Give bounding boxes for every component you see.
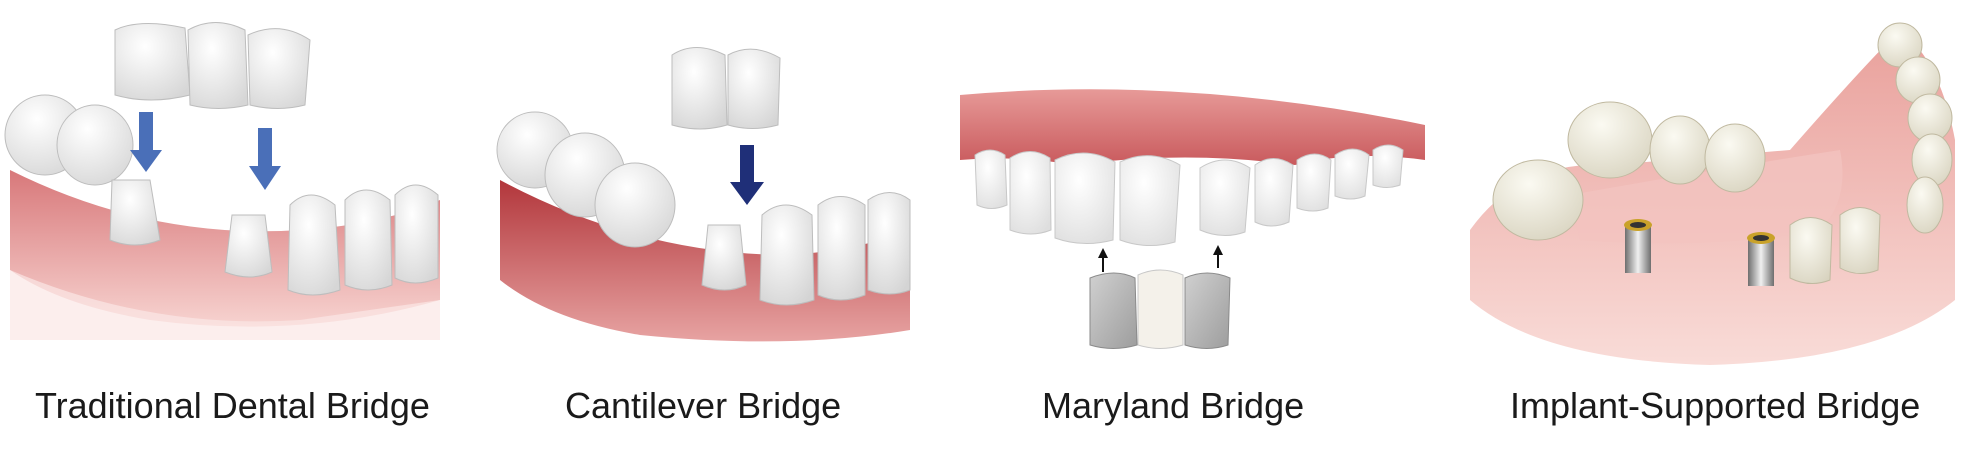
maryland-bridge-piece xyxy=(1089,269,1231,349)
gum-fade xyxy=(10,270,440,340)
down-arrow-icon xyxy=(130,112,162,172)
down-arrow-icon xyxy=(249,128,281,190)
caption-cantilever-bridge: Cantilever Bridge xyxy=(565,385,842,426)
back-molars xyxy=(496,111,676,248)
caption-traditional-bridge: Traditional Dental Bridge xyxy=(35,385,430,426)
prepared-abutment-right xyxy=(224,214,273,278)
panel-cantilever-bridge: Cantilever Bridge xyxy=(490,0,930,465)
panel-traditional-bridge: Traditional Dental Bridge xyxy=(0,0,470,465)
front-teeth xyxy=(759,192,911,306)
down-arrow-icon xyxy=(730,145,764,205)
back-teeth-row xyxy=(1789,22,1953,284)
floating-bridge xyxy=(114,22,311,109)
traditional-bridge-illustration xyxy=(4,22,440,340)
back-molars xyxy=(4,94,134,186)
panel-maryland-bridge: Maryland Bridge xyxy=(955,0,1425,465)
floating-bridge xyxy=(671,47,781,130)
prepared-abutment-left xyxy=(109,179,161,246)
up-arrow-icon xyxy=(1213,245,1223,268)
caption-maryland-bridge: Maryland Bridge xyxy=(1042,385,1305,426)
up-arrow-icon xyxy=(1098,248,1108,272)
panel-implant-supported-bridge: Implant-Supported Bridge xyxy=(1460,0,1960,465)
implant-abutment-left xyxy=(1624,219,1652,273)
cantilever-bridge-illustration xyxy=(496,47,911,342)
upper-teeth xyxy=(974,144,1404,246)
implant-supported-bridge-illustration xyxy=(1470,22,1955,365)
prepared-abutment xyxy=(701,224,747,291)
left-molar xyxy=(1492,159,1584,241)
floating-implant-bridge xyxy=(1567,101,1766,193)
caption-implant-supported-bridge: Implant-Supported Bridge xyxy=(1510,385,1921,426)
implant-abutment-right xyxy=(1747,232,1775,286)
front-teeth xyxy=(287,184,439,296)
maryland-bridge-illustration xyxy=(960,89,1425,349)
upper-gum xyxy=(960,89,1425,165)
